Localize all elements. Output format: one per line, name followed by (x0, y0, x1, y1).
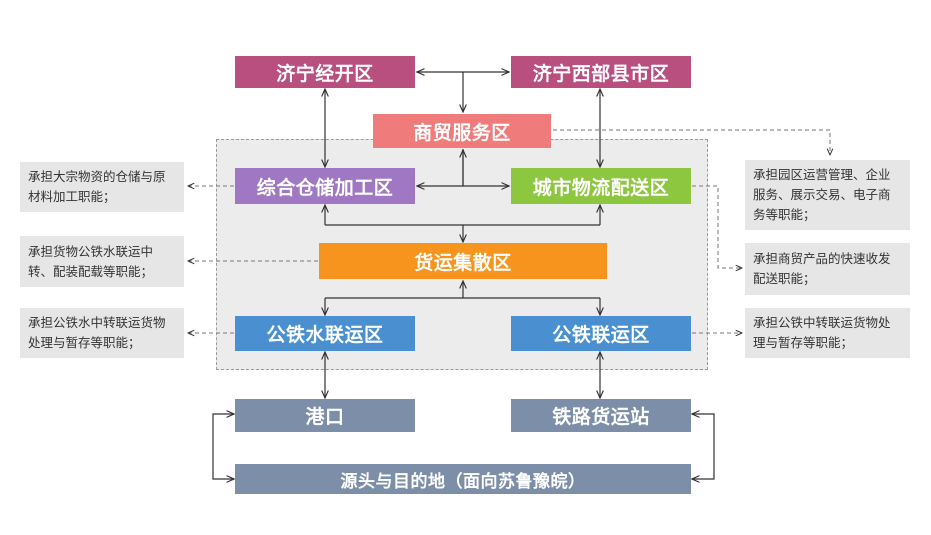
node-jining-xibu: 济宁西部县市区 (511, 56, 691, 88)
note-left-shuilian: 承担公铁水中转联运货物处理与暂存等职能； (20, 308, 184, 358)
node-tielu-huoyun: 铁路货运站 (511, 399, 691, 432)
note-link-right-1 (553, 129, 830, 155)
node-yuantou: 源头与目的地（面向苏鲁豫皖） (235, 464, 691, 494)
node-jining-jingkai: 济宁经开区 (235, 56, 415, 88)
note-right-shangmao: 承担园区运营管理、企业服务、展示交易、电子商务等职能； (745, 160, 910, 230)
node-gongtie-shuilian: 公铁水联运区 (235, 316, 415, 351)
node-gongtie-lianyun: 公铁联运区 (511, 316, 691, 351)
note-right-distribution: 承担商贸产品的快速收发配送职能； (745, 243, 910, 295)
note-right-lianyun: 承担公铁中转联运货物处理与暂存等职能； (745, 308, 910, 358)
node-zonghe-cangchu: 综合仓储加工区 (235, 168, 415, 204)
edge-rail-source (692, 414, 715, 479)
node-huoyun-jisan: 货运集散区 (319, 243, 607, 279)
node-shangmao: 商贸服务区 (373, 114, 551, 148)
node-gangkou: 港口 (235, 399, 415, 432)
note-link-right-2 (692, 185, 742, 268)
edge-port-source (212, 414, 234, 479)
note-left-storage: 承担大宗物资的仓储与原材料加工职能； (20, 162, 184, 212)
node-chengshi-wuliu: 城市物流配送区 (511, 168, 691, 204)
note-left-hub: 承担货物公铁水联运中转、配装配载等职能； (20, 236, 184, 287)
